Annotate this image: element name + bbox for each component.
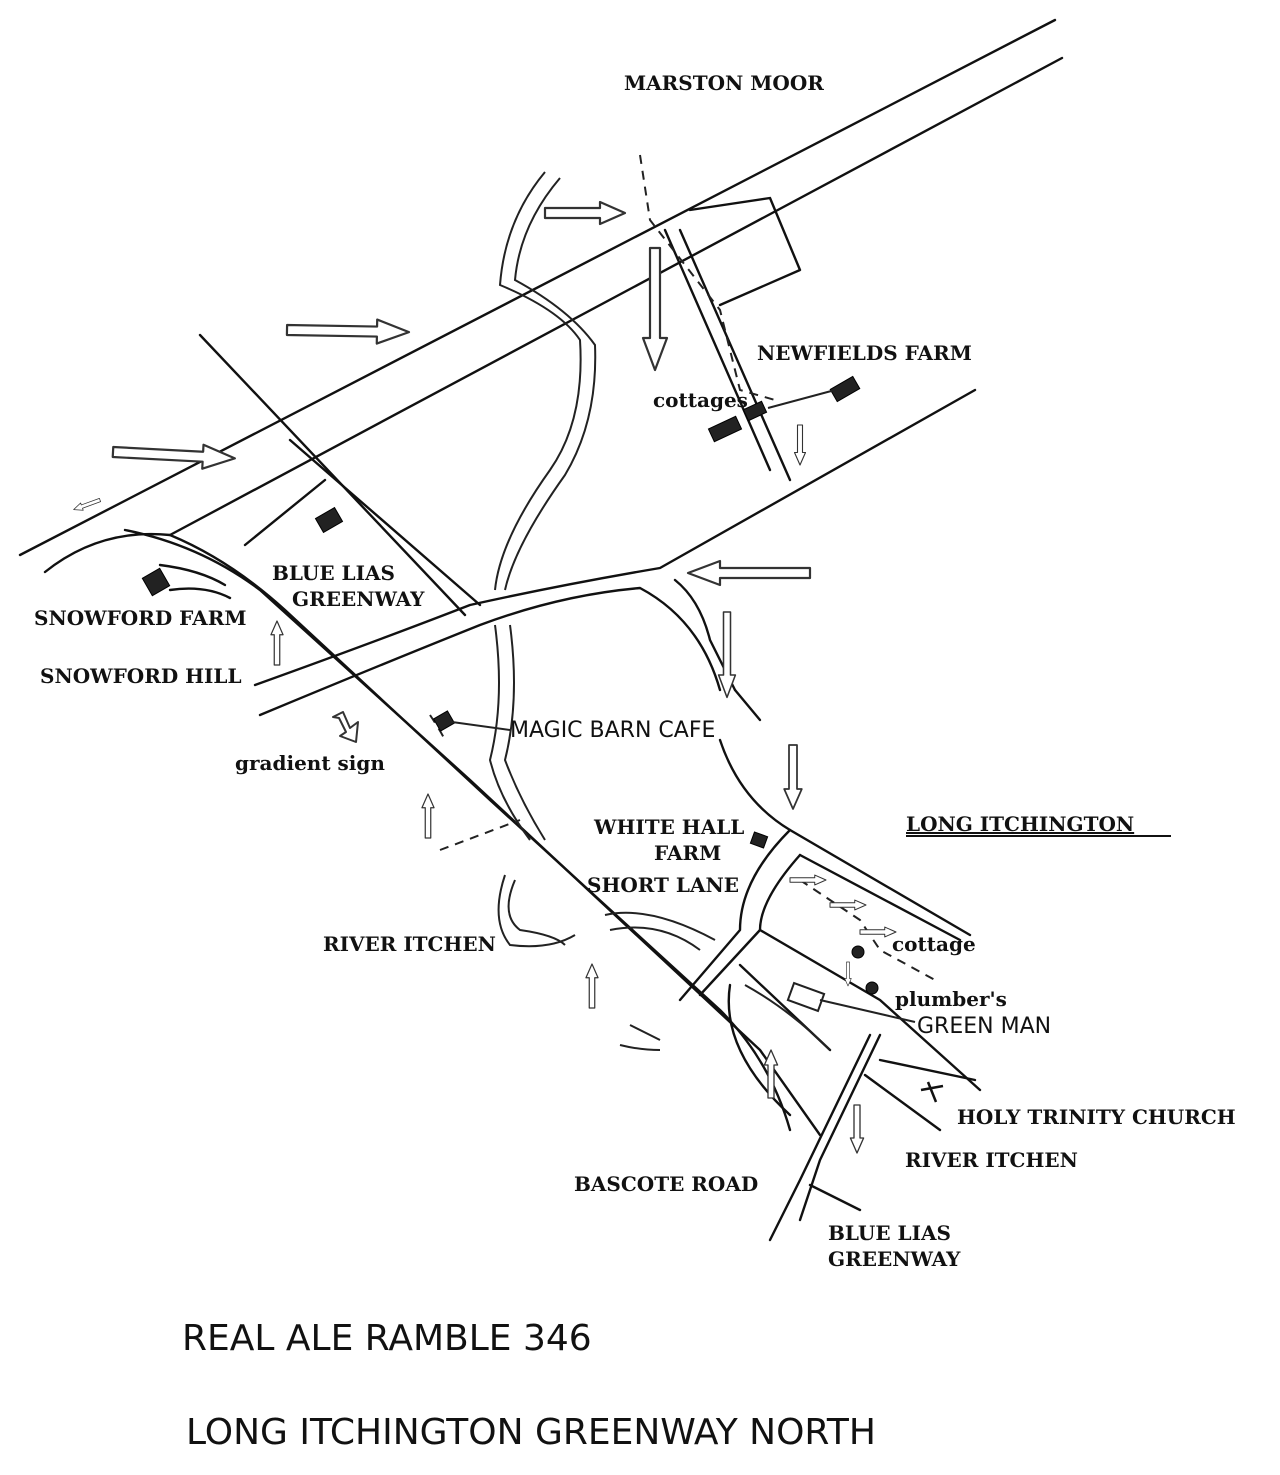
label-blue-lias-south-2: GREENWAY [828, 1247, 961, 1271]
short-lane-track [604, 911, 716, 941]
label-blue-lias-2: GREENWAY [292, 587, 425, 611]
roads [18, 18, 1064, 1242]
newfields-farm-building [829, 375, 861, 403]
newfields-drive [688, 196, 802, 307]
map-title: REAL ALE RAMBLE 346 LONG ITCHINGTON GREE… [182, 1318, 876, 1453]
river-itchen-east [744, 984, 831, 1051]
village-inner-2 [798, 853, 962, 942]
lane-left-b [288, 438, 482, 607]
stream-north [494, 171, 582, 591]
route-arrow-14 [789, 874, 827, 886]
village-road-west [678, 828, 792, 1002]
road-to-village-2 [733, 688, 762, 722]
route-arrows [71, 200, 897, 1154]
footpath-village [799, 879, 936, 981]
label-snowford-farm: SNOWFORD FARM [34, 606, 246, 630]
label-white-hall-1: WHITE HALL [593, 815, 744, 839]
main-road-south-edge [43, 56, 1064, 574]
middle-road-south [258, 586, 722, 717]
magic-barn-pointer [451, 721, 511, 731]
stream-south-2 [503, 624, 546, 841]
label-short-lane: SHORT LANE [587, 873, 739, 897]
church-cross-icon [920, 1081, 944, 1103]
label-holy-trinity-church: HOLY TRINITY CHURCH [957, 1105, 1236, 1129]
label-magic-barn-cafe: MAGIC BARN CAFE [510, 718, 715, 743]
river-south [629, 1024, 661, 1041]
short-lane-track-2 [609, 926, 701, 951]
lane-left-a [198, 333, 467, 617]
route-arrow-15 [829, 899, 867, 911]
label-marston-moor: MARSTON MOOR [624, 71, 824, 95]
green-man-pub [786, 981, 826, 1013]
gradient-sign-arrow [332, 711, 359, 743]
bascote-road-a [768, 1033, 872, 1242]
route-arrow-9 [270, 620, 284, 666]
plumbers-building [865, 981, 879, 995]
stream-south [488, 624, 531, 841]
stream-north-2 [504, 177, 597, 591]
route-arrow-18 [71, 495, 102, 514]
lane-left-spur [243, 478, 327, 547]
label-cottage: cottage [892, 932, 976, 956]
green-man-lane-2 [727, 983, 792, 1117]
label-cottages: cottages [653, 388, 748, 412]
route-arrow-4 [641, 246, 669, 372]
cottage-building [851, 945, 865, 959]
snowford-drive [158, 563, 227, 587]
cottages-lane [678, 228, 792, 482]
middle-road-north [253, 388, 977, 687]
label-long-itchington: LONG ITCHINGTON [906, 812, 1134, 836]
route-arrow-13 [849, 1104, 865, 1154]
label-blue-lias-1: BLUE LIAS [272, 561, 395, 585]
snowford-drive-2 [168, 587, 232, 600]
route-arrow-10 [421, 793, 435, 839]
cottages-lane-2 [663, 228, 772, 472]
route-arrow-5 [793, 424, 807, 466]
main-road-north-edge [18, 18, 1057, 557]
label-blue-lias-south-1: BLUE LIAS [828, 1221, 951, 1245]
label-bascote-road: BASCOTE ROAD [574, 1172, 758, 1196]
route-arrow-11 [585, 963, 599, 1009]
label-gradient-sign: gradient sign [235, 751, 385, 775]
route-arrow-1 [111, 438, 237, 472]
southern-spur [808, 1183, 862, 1212]
middle-road-branch [673, 578, 737, 692]
route-arrow-3 [543, 200, 627, 226]
label-river-itchen-east: RIVER ITCHEN [905, 1148, 1078, 1172]
route-arrow-6 [686, 559, 812, 587]
farm-building-north [314, 506, 344, 534]
label-white-hall-2: FARM [654, 841, 721, 865]
road-to-village [718, 738, 972, 937]
bascote-road-b [798, 1033, 882, 1222]
river-south-2 [619, 1044, 661, 1051]
label-snowford-hill: SNOWFORD HILL [40, 664, 242, 688]
labels: MARSTON MOOR NEWFIELDS FARM cottages BLU… [34, 71, 1236, 1271]
title-line-1: REAL ALE RAMBLE 346 [182, 1318, 592, 1359]
label-plumbers: plumber's [895, 987, 1007, 1011]
snowford-farm-building [141, 567, 171, 597]
footpath-greenway [439, 819, 521, 851]
label-green-man: GREEN MAN [917, 1014, 1051, 1039]
route-arrow-2 [285, 316, 411, 346]
label-newfields-farm: NEWFIELDS FARM [757, 341, 972, 365]
route-arrow-8 [783, 744, 803, 810]
label-river-itchen-west: RIVER ITCHEN [323, 932, 496, 956]
newfields-pointer [767, 389, 836, 409]
streams [488, 171, 831, 1051]
church-lane [863, 1073, 942, 1132]
village-inner [758, 928, 982, 1092]
river-itchen-west [497, 874, 576, 948]
cottages-building-2 [742, 400, 768, 422]
church-lane-2 [878, 1058, 977, 1082]
green-man-pointer [819, 999, 916, 1023]
cottages-building-1 [707, 415, 743, 443]
river-itchen-west-2 [507, 879, 566, 946]
white-hall-farm-building [749, 831, 769, 849]
buildings [141, 375, 944, 1103]
footpath-marston [639, 154, 776, 401]
magic-barn-building [432, 710, 456, 732]
title-line-2: LONG ITCHINGTON GREENWAY NORTH [186, 1412, 876, 1453]
